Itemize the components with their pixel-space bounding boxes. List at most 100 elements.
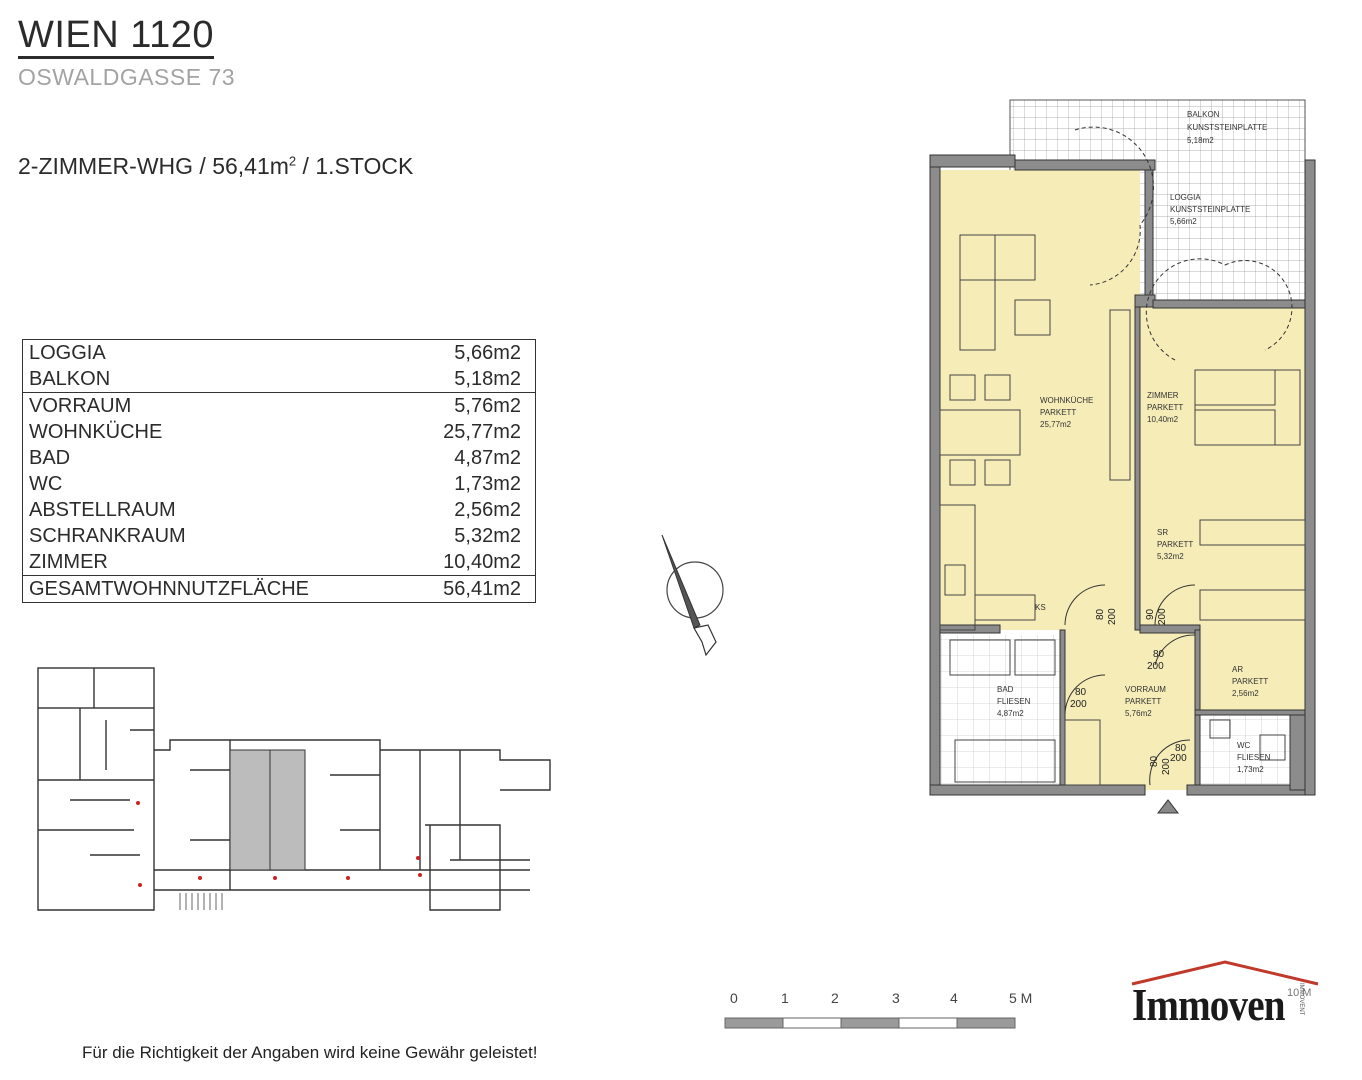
area-value: 10,40m2 [443,551,521,573]
area-name: BALKON [29,368,111,390]
unit-summary-sup: 2 [288,153,297,169]
area-name: ZIMMER [29,551,108,573]
area-value: 56,41m2 [409,575,536,603]
north-arrow-icon [661,534,724,657]
label-zimmer-floor: PARKETT [1147,403,1183,412]
label-sr-floor: PARKETT [1157,540,1193,549]
label-loggia: LOGGIA [1170,193,1201,202]
floor-plan: BALKON KUNSTSTEINPLATTE 5,18m2 LOGGIA KU… [929,99,1316,814]
building-key-plan [37,667,551,911]
wall-south [929,784,1146,796]
dim-bad-height: 200 [1070,699,1087,710]
area-name: SCHRANKRAUM [29,525,186,547]
label-vorraum-area: 5,76m2 [1125,709,1152,718]
area-value: 5,18m2 [454,368,521,390]
area-name: BAD [29,447,71,469]
wall-interior-7 [1289,714,1306,791]
wall-interior-3 [1139,624,1201,634]
scale-bar [724,1017,1016,1029]
label-zimmer-area: 10,40m2 [1147,415,1179,424]
area-row-schrankraum: SCHRANKRAUM 5,32m2 [23,523,536,549]
label-ar-area: 2,56m2 [1232,689,1259,698]
dim-ar-width: 80 [1153,649,1165,660]
page-title: WIEN 1120 [18,14,214,59]
dim-ar-height: 200 [1147,661,1164,672]
label-bad-area: 4,87m2 [997,709,1024,718]
label-wohnkueche-floor: PARKETT [1040,408,1076,417]
street-address: OSWALDGASSE 73 [18,64,236,90]
label-ar-floor: PARKETT [1232,677,1268,686]
unit-summary-main: 2-ZIMMER-WHG / 56,41m [18,153,289,179]
disclaimer: Für die Richtigkeit der Angaben wird kei… [82,1043,538,1062]
dim-wc-height: 200 [1170,753,1187,764]
scale-label-2: 2 [831,990,839,1006]
label-balkon-area: 5,18m2 [1187,136,1214,145]
area-name: ABSTELLRAUM [29,499,176,521]
area-row-wohnkueche: WOHNKÜCHE 25,77m2 [23,419,536,445]
wall-north-mid [1014,159,1156,171]
dim-entry-height: 200 [1161,758,1172,775]
dim-sr-height: 200 [1157,608,1168,625]
zimmer-floor [1140,305,1305,630]
area-name: WC [29,473,63,495]
label-wc-floor: FLIESEN [1237,753,1271,762]
dim-wc-width: 80 [1175,743,1187,754]
area-name: LOGGIA [29,342,106,364]
loggia-area [1150,160,1305,300]
scale-label-5: 5 M [1009,990,1033,1006]
door-dimensions: 80 200 80 200 80 200 80 200 200 90 80 20… [1070,608,1187,775]
label-sr: SR [1157,528,1168,537]
label-wc: WC [1237,741,1251,750]
label-bad: BAD [997,685,1014,694]
area-row-abstellraum: ABSTELLRAUM 2,56m2 [23,497,536,523]
dim-sr-width: 90 [1145,608,1156,620]
label-vorraum: VORRAUM [1125,685,1166,694]
scale-tag: 10 M [1287,987,1312,999]
wall-interior-6 [1194,709,1306,716]
area-name: VORRAUM [22,392,409,419]
dim-wohnkueche-width: 80 [1095,608,1106,620]
unit-summary: 2-ZIMMER-WHG / 56,41m2 / 1.STOCK [18,153,413,180]
logo-side-text: IMMOVENT [1298,983,1304,1016]
label-sr-area: 5,32m2 [1157,552,1184,561]
logo-roof-icon [1131,960,1319,986]
wall-interior-5 [1194,629,1201,786]
area-name: WOHNKÜCHE [29,421,163,443]
scale-label-1: 1 [781,990,789,1006]
scale-label-4: 4 [950,990,958,1006]
label-wohnkueche-area: 25,77m2 [1040,420,1072,429]
vorraum-floor [1065,630,1195,790]
wc-floor [1195,715,1290,785]
key-plan-highlight [229,749,306,871]
wall-east [1304,159,1316,796]
wall-bedroom-north [1152,299,1306,309]
wall-north [929,154,1016,168]
label-loggia-floor: KUNSTSTEINPLATTE [1170,205,1250,214]
label-loggia-area: 5,66m2 [1170,217,1197,226]
dim-bad-width: 80 [1075,687,1087,698]
area-value: 1,73m2 [454,473,521,495]
area-value: 2,56m2 [454,499,521,521]
label-zimmer: ZIMMER [1147,391,1179,400]
ar-floor [1195,630,1305,715]
area-value: 25,77m2 [443,421,521,443]
scale-label-0: 0 [730,990,738,1006]
room-labels: BALKON KUNSTSTEINPLATTE 5,18m2 LOGGIA KU… [997,110,1271,774]
wall-west [929,154,941,796]
unit-summary-floor: / 1.STOCK [296,153,414,179]
wall-loggia-south [1134,294,1156,308]
entrance-icon [1156,799,1180,814]
label-balkon-floor: KUNSTSTEINPLATTE [1187,123,1267,132]
bad-floor [940,635,1065,785]
area-row-wc: WC 1,73m2 [23,471,536,497]
label-wohnkueche: WOHNKÜCHE [1040,396,1093,405]
wall-loggia-side [1144,169,1154,306]
label-wc-area: 1,73m2 [1237,765,1264,774]
wall-interior-4 [1059,629,1066,786]
scale-labels: 0 1 2 3 4 5 M [725,990,1045,1010]
area-value: 5,32m2 [454,525,521,547]
logo-wordmark: Immoven [1132,979,1285,1030]
